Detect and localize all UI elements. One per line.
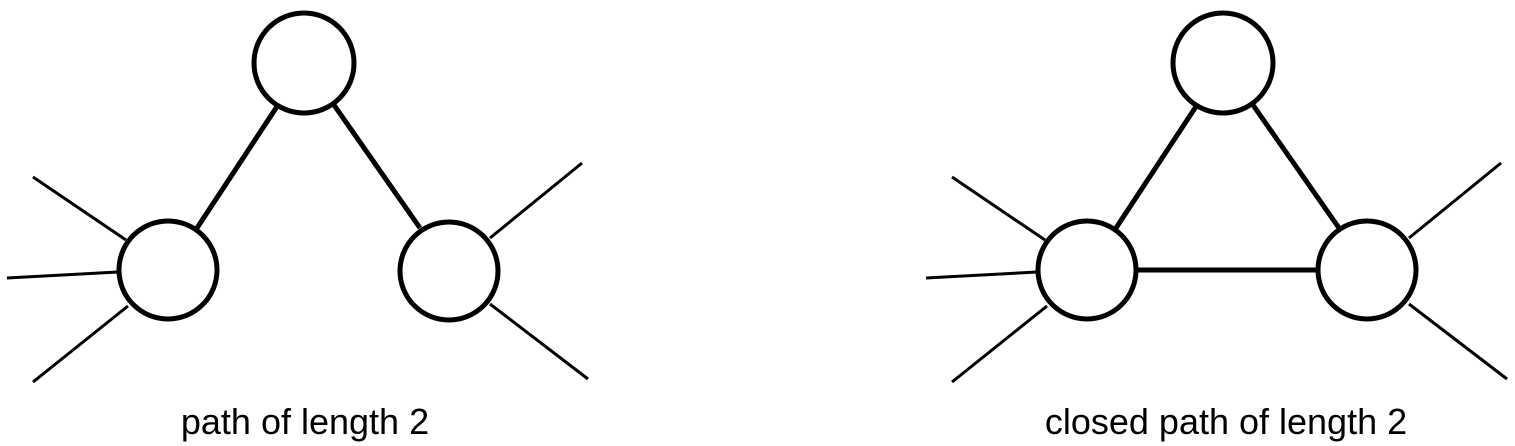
dangling-edge (1408, 161, 1502, 240)
dangling-edge (6, 270, 119, 280)
node-left (116, 218, 220, 322)
dangling-edge (32, 304, 129, 384)
node-top (251, 10, 357, 116)
panel-open-path: path of length 2 (6, 10, 589, 442)
panel-closed-path: closed path of length 2 (925, 10, 1508, 442)
caption-closed-path: closed path of length 2 (1045, 401, 1407, 442)
dangling-edge (489, 161, 583, 240)
dangling-edge (32, 175, 127, 242)
node-left (1035, 218, 1139, 322)
path-edge (1113, 103, 1200, 230)
dangling-edge (951, 304, 1048, 384)
path-edge (194, 103, 281, 230)
node-top (1170, 10, 1276, 116)
path-edge (331, 103, 423, 230)
dangling-edge (489, 302, 589, 381)
node-right (1315, 218, 1419, 322)
dangling-edge (925, 270, 1038, 280)
node-right (397, 219, 501, 323)
dangling-edge (951, 175, 1046, 242)
caption-open-path: path of length 2 (181, 401, 429, 442)
dangling-edge (1408, 302, 1508, 381)
path-edge (1250, 103, 1342, 230)
